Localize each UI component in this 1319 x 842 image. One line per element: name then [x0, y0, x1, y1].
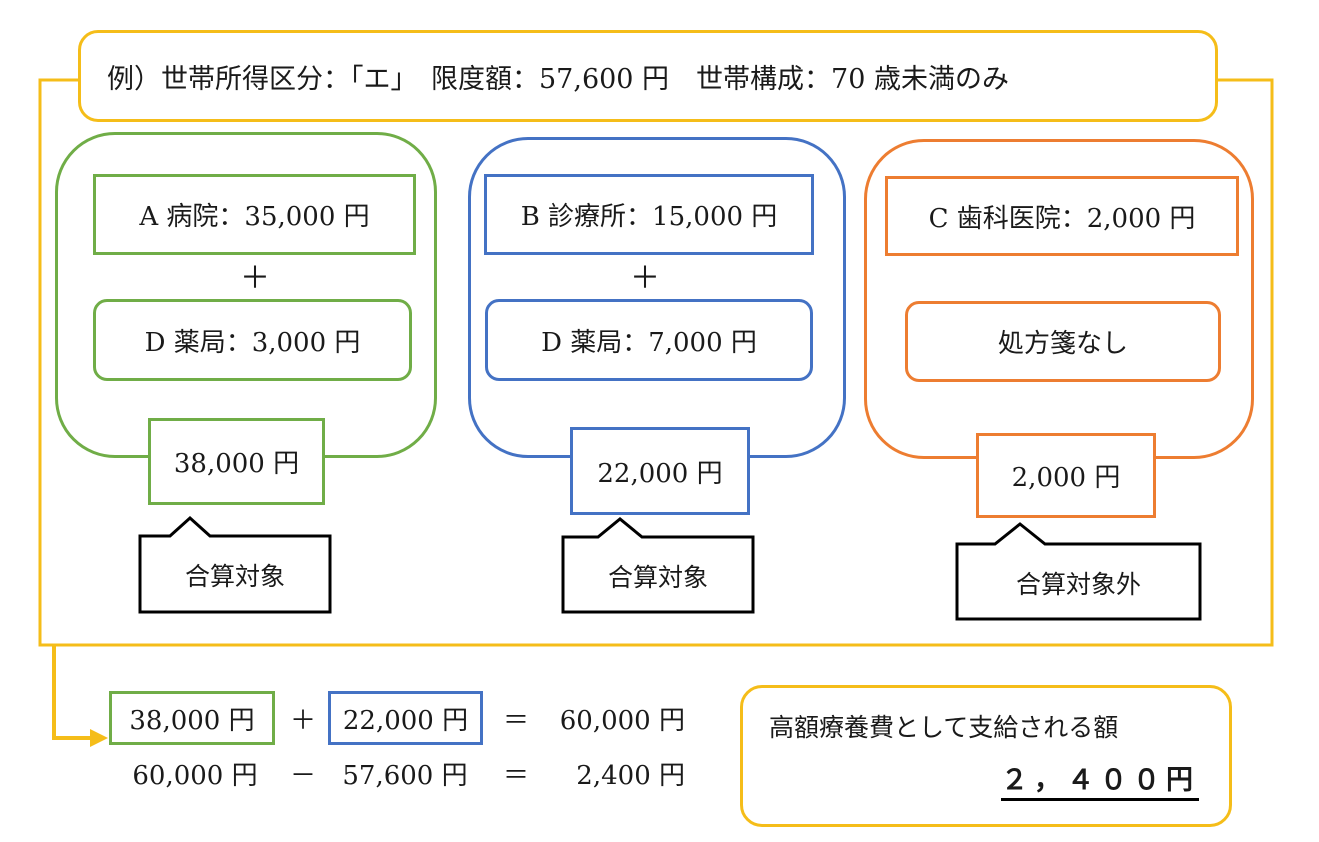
group-b-plus-label: ＋ — [630, 261, 660, 296]
calc-row2-eq: ＝ — [502, 760, 529, 791]
group-a-bottom-label: D 薬局：3,000 円 — [144, 327, 361, 358]
calc-row1-op: ＋ — [289, 705, 316, 736]
group-b-total-label: 22,000 円 — [597, 458, 723, 489]
calc-row2-b: 57,600 円 — [342, 760, 468, 791]
calc-row2-a-wrap: 60,000 円 — [120, 748, 270, 798]
group-c-bottom-label: 処方箋なし — [997, 329, 1128, 359]
calc-row2-b-wrap: 57,600 円 — [330, 748, 480, 798]
group-c-callout-label: 合算対象外 — [1015, 569, 1141, 599]
group-a-callout-text-wrap: 合算対象 — [140, 538, 330, 612]
calc-row2-eq-wrap: ＝ — [495, 748, 537, 798]
yellow-arrow-line — [52, 645, 92, 740]
calc-row2-result-wrap: 2,400 円 — [545, 748, 685, 798]
group-a-top-label: A 病院：35,000 円 — [139, 202, 370, 232]
group-c-total-box: 2,000 円 — [976, 433, 1156, 518]
calc-row1-eq: ＝ — [502, 705, 529, 736]
group-a-plus: ＋ — [230, 258, 280, 296]
calc-row1-a-box: 38,000 円 — [109, 691, 275, 745]
group-a-top-box: A 病院：35,000 円 — [93, 174, 416, 255]
calc-row1-op-wrap: ＋ — [282, 691, 324, 745]
group-b-top-label: B 診療所：15,000 円 — [520, 202, 778, 232]
group-b-bottom-box: D 薬局：7,000 円 — [485, 299, 813, 381]
group-c-bottom-box: 処方箋なし — [905, 301, 1221, 382]
group-c-callout-text-wrap: 合算対象外 — [957, 546, 1200, 619]
group-a-bottom-box: D 薬局：3,000 円 — [93, 299, 412, 381]
calc-row1-result-wrap: 60,000 円 — [545, 691, 685, 745]
group-c-top-label: C 歯科医院：2,000 円 — [928, 203, 1196, 234]
payout-amount: ２，４００円 — [1001, 765, 1199, 801]
header-box: 例）世帯所得区分：「エ」 限度額：57,600 円 世帯構成：70 歳未満のみ — [78, 30, 1218, 122]
group-a-total-box: 38,000 円 — [148, 418, 325, 505]
yellow-arrowhead — [90, 729, 108, 747]
calc-row2-op-wrap: － — [282, 748, 324, 798]
calc-row2-result: 2,400 円 — [576, 760, 685, 791]
group-b-callout-text-wrap: 合算対象 — [563, 539, 753, 612]
header-text: 例）世帯所得区分：「エ」 限度額：57,600 円 世帯構成：70 歳未満のみ — [107, 63, 1009, 95]
group-b-callout-label: 合算対象 — [607, 562, 708, 592]
group-b-total-box: 22,000 円 — [570, 427, 750, 515]
yellow-frame-line — [38, 78, 1274, 647]
calc-row1-a: 38,000 円 — [129, 705, 255, 736]
payout-label: 高額療養費として支給される額 — [769, 713, 1119, 742]
calc-row2-a: 60,000 円 — [132, 760, 258, 791]
group-c-total-label: 2,000 円 — [1011, 463, 1121, 493]
calc-row1-b-box: 22,000 円 — [328, 691, 483, 745]
calc-row2-op: － — [289, 760, 316, 791]
group-a-plus-label: ＋ — [240, 261, 270, 296]
group-a-total-label: 38,000 円 — [173, 449, 300, 479]
group-a-callout-label: 合算対象 — [184, 562, 285, 591]
payout-amount-wrap: ２，４００円 — [1001, 758, 1201, 802]
group-b-bottom-label: D 薬局：7,000 円 — [541, 327, 757, 358]
calc-row1-b: 22,000 円 — [342, 705, 469, 736]
payout-label-wrap: 高額療養費として支給される額 — [769, 708, 1209, 744]
calc-row1-eq-wrap: ＝ — [495, 691, 537, 745]
calc-row1-result: 60,000 円 — [559, 705, 685, 736]
group-b-top-box: B 診療所：15,000 円 — [484, 174, 814, 255]
payout-box: 高額療養費として支給される額 ２，４００円 — [740, 685, 1232, 827]
group-c-top-box: C 歯科医院：2,000 円 — [885, 176, 1239, 256]
group-b-plus: ＋ — [620, 258, 670, 296]
